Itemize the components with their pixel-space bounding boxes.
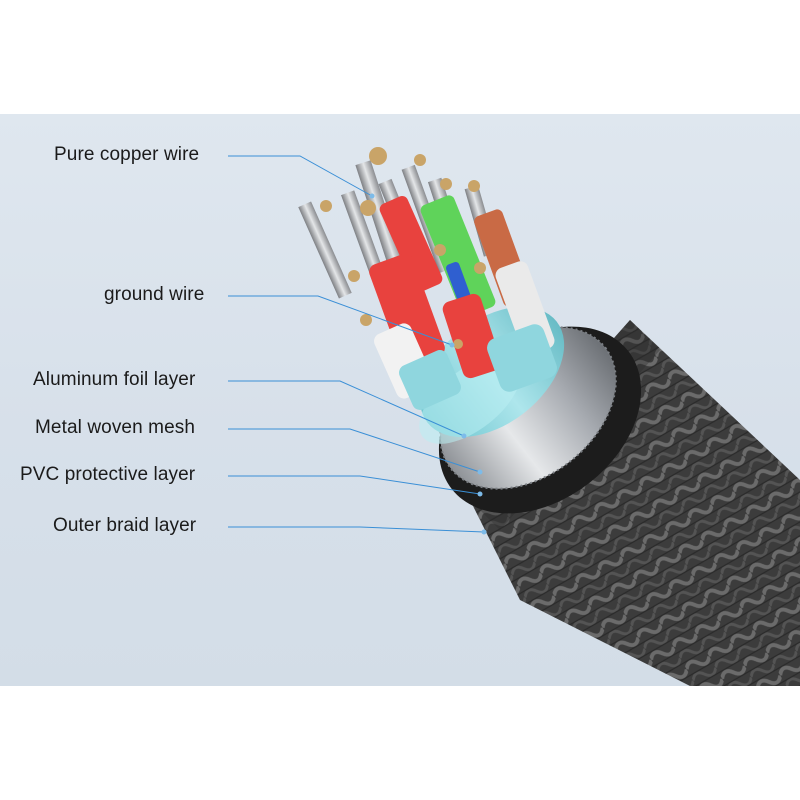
leader-dots (369, 193, 487, 535)
label-ground-wire: ground wire (104, 284, 205, 305)
label-pvc-protective-layer: PVC protective layer (20, 464, 196, 485)
label-metal-woven-mesh: Metal woven mesh (35, 417, 196, 438)
label-outer-braid-layer: Outer braid layer (53, 515, 197, 536)
label-pure-copper-wire: Pure copper wire (54, 144, 200, 165)
leader-lines (228, 155, 485, 533)
label-aluminum-foil-layer: Aluminum foil layer (33, 369, 196, 390)
inner-conductors (298, 147, 557, 410)
